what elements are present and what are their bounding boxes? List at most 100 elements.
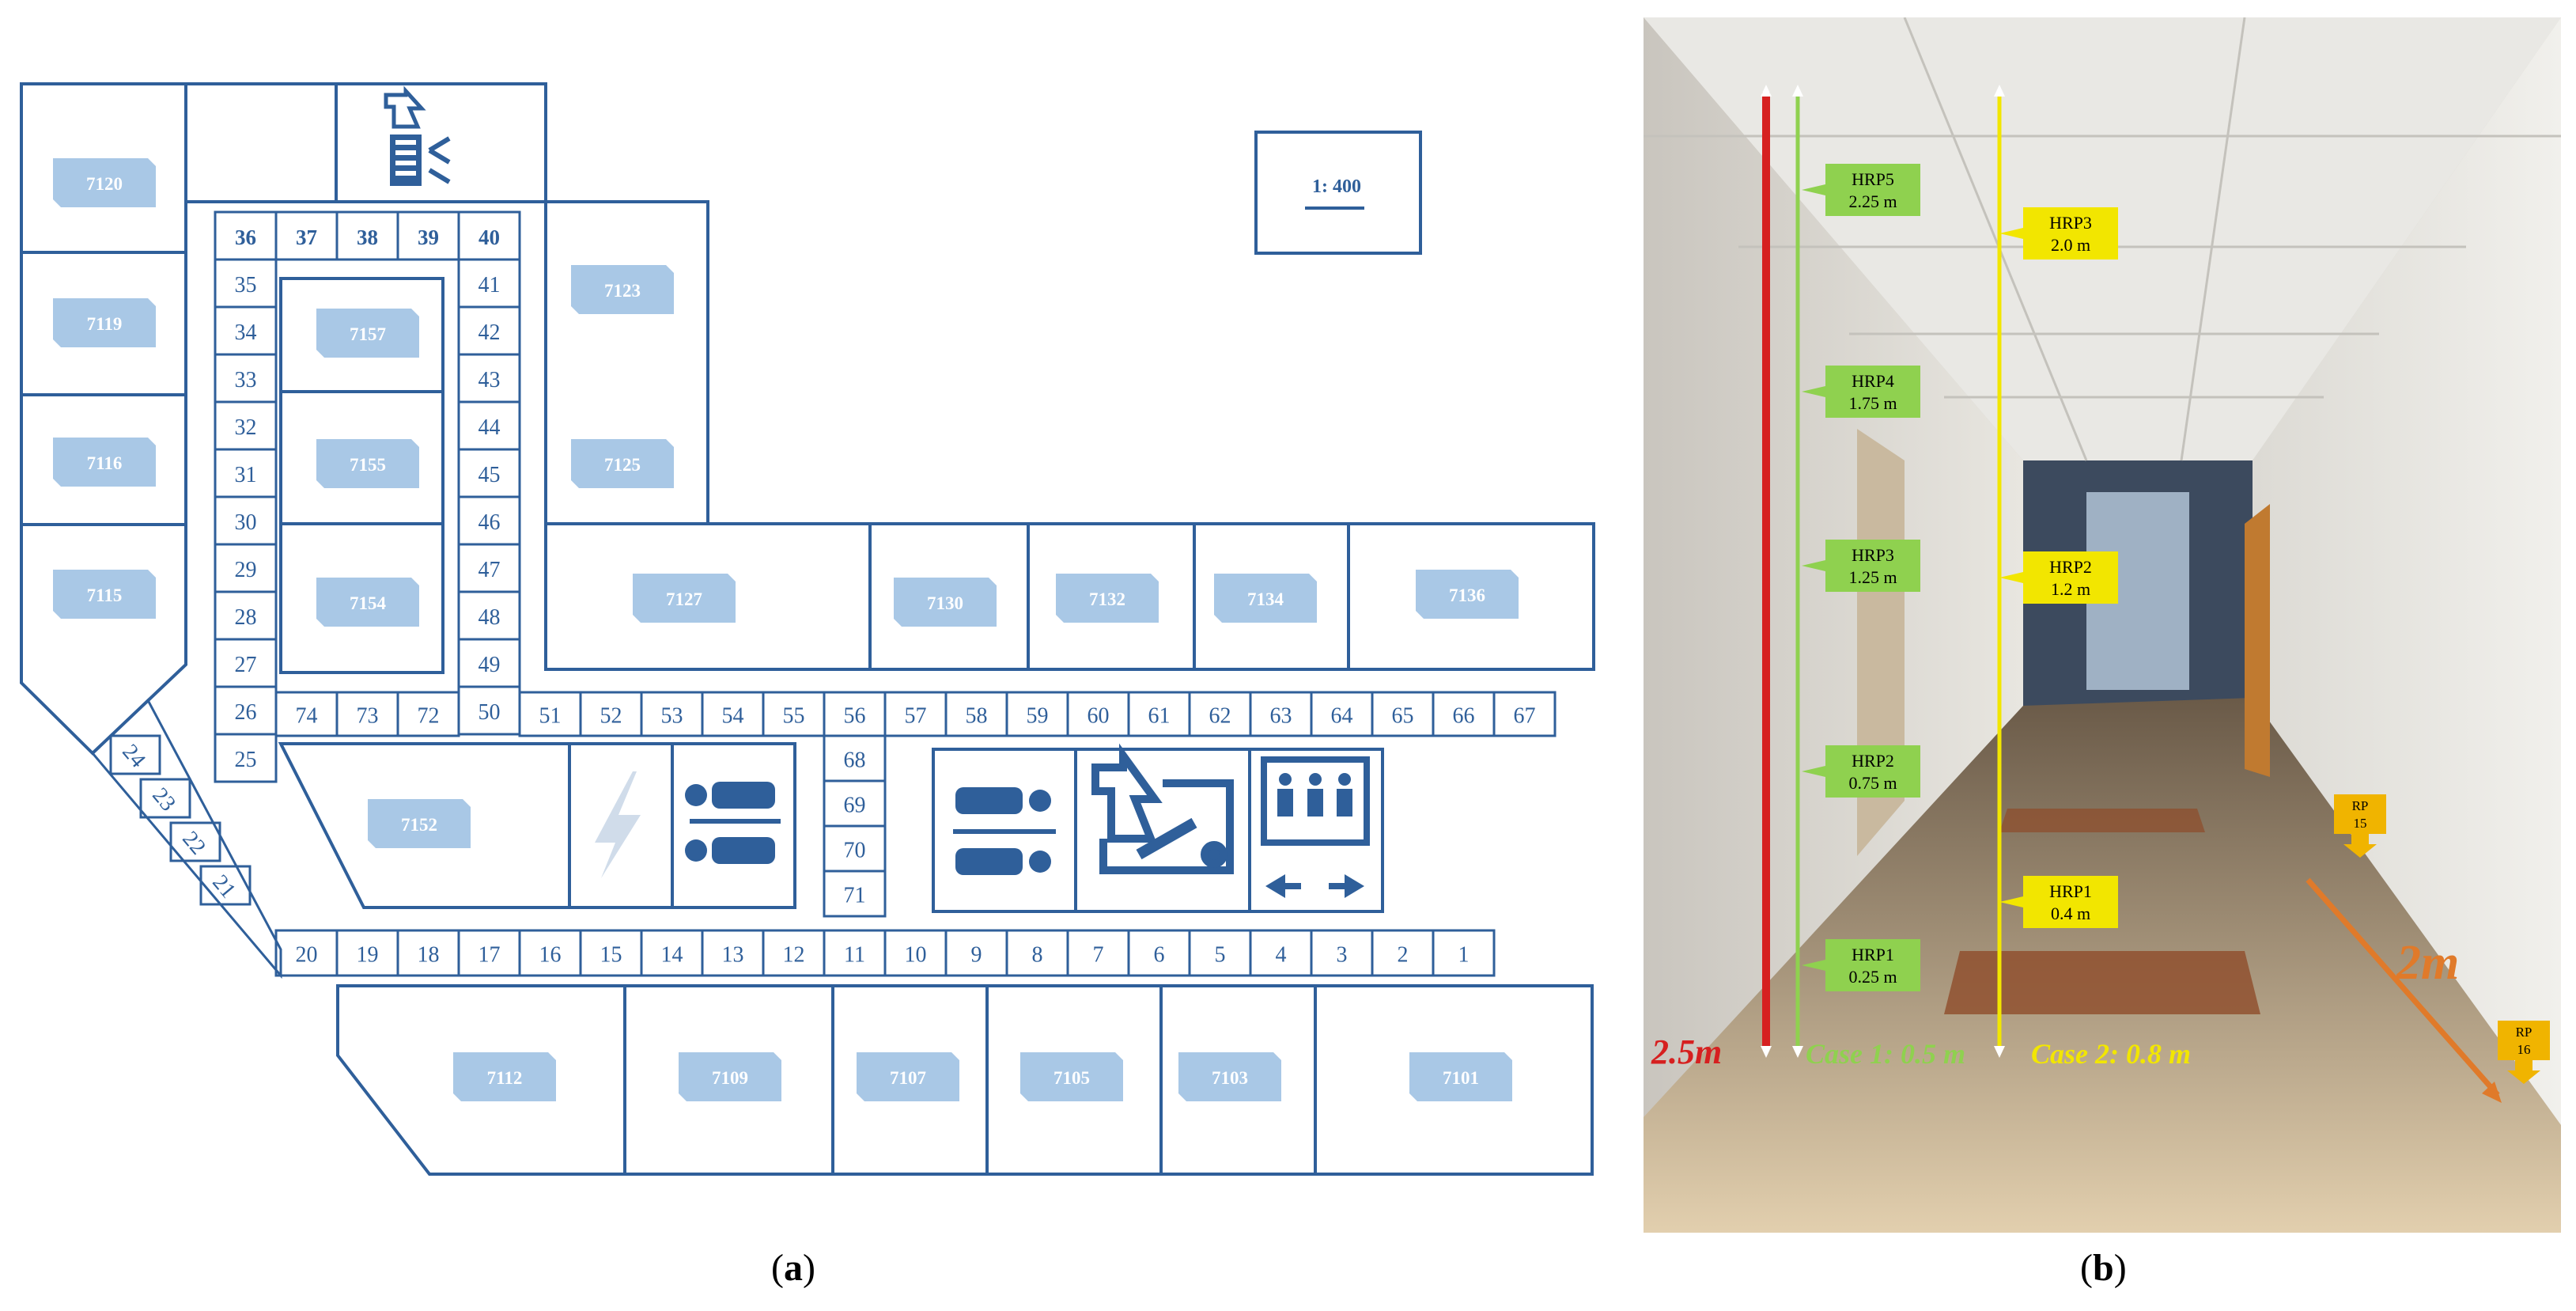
svg-text:62: 62 [1209, 704, 1231, 729]
svg-text:47: 47 [479, 558, 501, 582]
svg-text:38: 38 [357, 225, 378, 249]
svg-text:34: 34 [235, 320, 257, 345]
height-total-label: 2.5m [1651, 1033, 1722, 1071]
reference-point: 65 [1371, 691, 1435, 737]
svg-text:64: 64 [1331, 704, 1353, 729]
svg-text:7103: 7103 [1212, 1068, 1248, 1088]
svg-text:33: 33 [235, 368, 257, 392]
room-label: 7157 [316, 309, 419, 358]
svg-text:7157: 7157 [350, 324, 386, 344]
svg-text:42: 42 [479, 320, 501, 345]
room-label: 7101 [1409, 1052, 1512, 1101]
rp-marker: RP 15 [2334, 794, 2386, 858]
reference-point: 40 [457, 210, 521, 261]
svg-text:13: 13 [722, 943, 744, 968]
svg-text:31: 31 [235, 463, 257, 487]
reference-point: 46 [457, 495, 521, 546]
reference-point: 60 [1066, 691, 1130, 737]
svg-text:65: 65 [1392, 704, 1414, 729]
svg-text:12: 12 [783, 943, 805, 968]
svg-text:72: 72 [418, 704, 440, 729]
svg-text:7112: 7112 [487, 1068, 523, 1088]
svg-text:49: 49 [479, 653, 501, 677]
room-label: 7134 [1214, 574, 1317, 623]
svg-text:2.25 m: 2.25 m [1848, 191, 1897, 211]
reference-point: 74 [274, 691, 339, 737]
room-label: 7109 [679, 1052, 781, 1101]
svg-text:59: 59 [1027, 704, 1049, 729]
svg-text:73: 73 [357, 704, 379, 729]
reference-point: 4 [1249, 929, 1313, 977]
svg-text:10: 10 [905, 943, 927, 968]
svg-text:40: 40 [479, 225, 500, 249]
reference-point: 33 [214, 353, 278, 404]
restroom-icon [685, 782, 781, 864]
reference-point: 49 [457, 638, 521, 688]
svg-text:7154: 7154 [350, 593, 387, 613]
reference-point: 50 [457, 685, 521, 736]
svg-text:18: 18 [418, 943, 440, 968]
svg-text:27: 27 [235, 653, 257, 677]
svg-text:1.2 m: 1.2 m [2051, 579, 2090, 599]
room-label: 7115 [53, 570, 156, 619]
svg-text:7119: 7119 [87, 314, 123, 334]
svg-text:16: 16 [2517, 1042, 2531, 1057]
svg-text:HRP2: HRP2 [1852, 751, 1894, 771]
reference-point: 28 [214, 590, 278, 641]
svg-text:0.4 m: 0.4 m [2051, 904, 2090, 923]
svg-text:53: 53 [661, 704, 683, 729]
reference-point: 7 [1066, 929, 1130, 977]
svg-text:66: 66 [1453, 704, 1475, 729]
svg-text:15: 15 [2354, 816, 2367, 831]
reference-point: 29 [214, 543, 278, 593]
room-label: 7127 [633, 574, 736, 623]
room-label: 7105 [1020, 1052, 1123, 1101]
svg-text:1.25 m: 1.25 m [1848, 567, 1897, 587]
reference-point: 9 [944, 929, 1008, 977]
reference-point: 16 [518, 929, 582, 977]
svg-text:HRP5: HRP5 [1852, 169, 1894, 189]
room-label: 7152 [368, 799, 471, 848]
reference-point: 17 [457, 929, 521, 977]
reference-point: 71 [823, 870, 887, 918]
reference-point: 23 [139, 778, 191, 819]
svg-text:56: 56 [844, 704, 866, 729]
reference-point: 45 [457, 448, 521, 498]
svg-text:HRP4: HRP4 [1852, 371, 1894, 391]
reference-point: 19 [335, 929, 399, 977]
svg-text:1.75 m: 1.75 m [1848, 393, 1897, 413]
room-label: 7112 [453, 1052, 556, 1101]
svg-text:0.75 m: 0.75 m [1848, 773, 1897, 793]
restroom-icon [953, 787, 1056, 875]
reference-point: 58 [944, 691, 1008, 737]
svg-text:23: 23 [147, 783, 180, 816]
svg-text:2: 2 [1398, 943, 1409, 968]
room-label: 7107 [857, 1052, 959, 1101]
svg-text:1: 1 [1458, 943, 1470, 968]
svg-text:25: 25 [235, 748, 257, 772]
room-label: 7116 [53, 438, 156, 487]
svg-text:50: 50 [479, 700, 501, 725]
svg-text:7: 7 [1093, 943, 1104, 968]
svg-text:22: 22 [177, 827, 210, 859]
svg-text:11: 11 [844, 943, 865, 968]
scale-label: 1: 400 [1312, 176, 1361, 197]
reference-point: 47 [457, 543, 521, 593]
svg-text:20: 20 [296, 943, 318, 968]
room-label: 7155 [316, 439, 419, 488]
reference-point: 57 [883, 691, 948, 737]
svg-text:24: 24 [117, 740, 150, 772]
svg-text:5: 5 [1215, 943, 1226, 968]
svg-text:RP: RP [2352, 798, 2369, 813]
svg-text:26: 26 [235, 700, 257, 725]
reference-point: 25 [214, 733, 278, 783]
svg-text:43: 43 [479, 368, 501, 392]
svg-text:44: 44 [479, 415, 501, 440]
svg-text:HRP2: HRP2 [2049, 557, 2092, 577]
svg-text:68: 68 [844, 748, 866, 773]
reference-point: 11 [823, 929, 887, 977]
svg-text:57: 57 [905, 704, 927, 729]
svg-text:52: 52 [600, 704, 622, 729]
